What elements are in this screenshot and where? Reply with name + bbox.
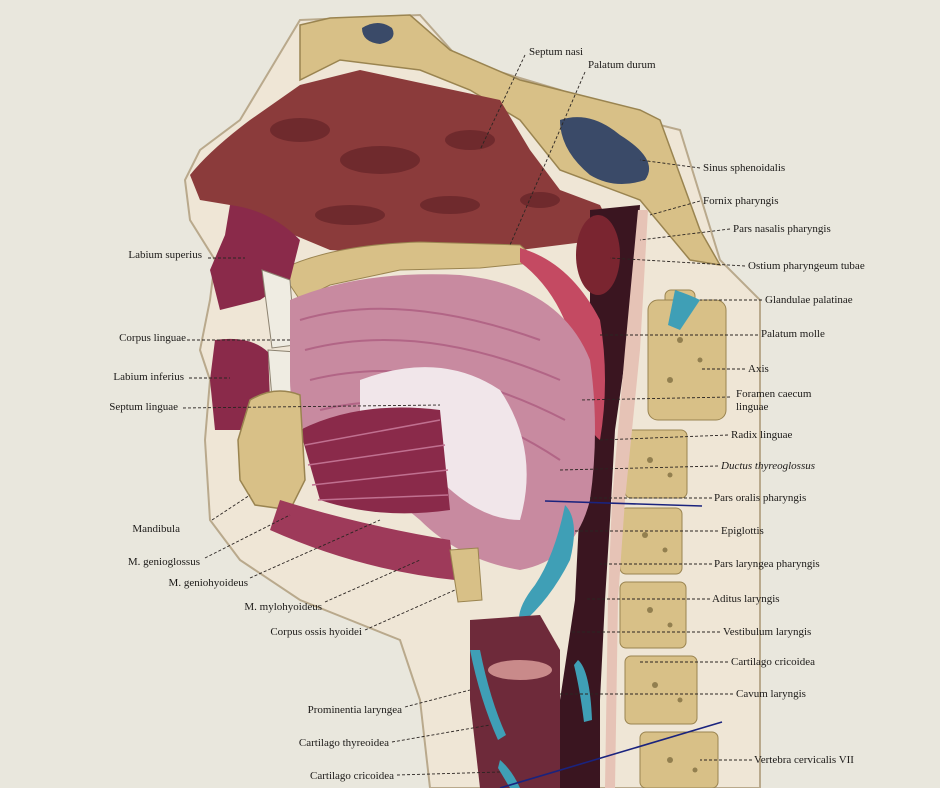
label-prominentia-laryngea: Prominentia laryngea — [307, 704, 402, 716]
label-palatum-molle: Palatum molle — [761, 328, 825, 340]
label-labium-inferius: Labium inferius — [113, 371, 184, 383]
label-mandibula: Mandibula — [132, 523, 180, 535]
pharynx-division-line-lower — [499, 721, 723, 788]
atlas-anterior-arch — [668, 290, 700, 330]
genioglossus-fibers — [304, 419, 449, 501]
leader-lines — [182, 54, 762, 776]
epiglottis-cartilage — [519, 505, 574, 625]
larynx — [470, 615, 560, 788]
label-pars-oralis-pharyngis: Pars oralis pharyngis — [714, 492, 807, 504]
label-pars-laryngea-pharyngis: Pars laryngea pharyngis — [714, 558, 820, 570]
tubal-opening — [576, 215, 620, 295]
label-glandulae-palatinae: Glandulae palatinae — [765, 294, 853, 306]
sphenoid-sinus — [560, 117, 650, 184]
label-cartilago-thyreoidea: Cartilago thyreoidea — [298, 737, 389, 749]
label-pars-nasalis-pharyngis: Pars nasalis pharyngis — [733, 223, 831, 235]
prevertebral-tissue — [605, 210, 648, 788]
tongue-fibers — [299, 307, 566, 461]
thyroid-cartilage — [470, 650, 506, 740]
label-foramen-caecum-linguae: Foramen caecum linguae — [736, 388, 812, 413]
label-vestibulum-laryngis: Vestibulum laryngis — [723, 626, 812, 638]
label-ostium-pharyngeum-tubae: Ostium pharyngeum tubae — [748, 260, 865, 272]
label-m-genioglossus: M. genioglossus — [127, 556, 200, 568]
label-ductus-thyreoglossus: Ductus thyreoglossus — [721, 460, 816, 472]
cricoid-cartilage — [498, 760, 520, 788]
label-cavum-laryngis: Cavum laryngis — [736, 688, 806, 700]
label-radix-linguae: Radix linguae — [731, 429, 793, 441]
floor-of-mouth-muscles — [270, 500, 455, 580]
pharynx-division-line-upper — [544, 500, 703, 507]
label-corpus-ossis-hyoidei: Corpus ossis hyoidei — [270, 626, 362, 638]
label-fornix-pharyngis: Fornix pharyngis — [703, 195, 779, 207]
skull-bone — [299, 14, 722, 266]
arytenoid-cartilage — [574, 660, 592, 722]
label-epiglottis: Epiglottis — [721, 525, 764, 537]
label-septum-linguae: Septum linguae — [109, 401, 178, 413]
label-aditus-laryngis: Aditus laryngis — [712, 593, 780, 605]
label-m-geniohyoideus: M. geniohyoideus — [168, 577, 248, 589]
cervical-spine — [619, 289, 727, 788]
laryngeal-lumen — [488, 660, 552, 680]
label-vertebra-cervicalis-vii: Vertebra cervicalis VII — [754, 754, 854, 766]
hyoid-bone — [449, 547, 483, 603]
label-cartilago-cricoidea-right: Cartilago cricoidea — [731, 656, 815, 668]
mandible — [237, 390, 306, 511]
label-septum-nasi: Septum nasi — [529, 46, 584, 58]
hard-palate — [279, 241, 542, 301]
label-corpus-linguae: Corpus linguae — [119, 332, 186, 344]
label-labium-superius: Labium superius — [128, 249, 202, 261]
vertebral-marrow-texture — [642, 337, 703, 773]
nasal-mucosa-texture — [270, 118, 560, 225]
label-m-mylohyoideus: M. mylohyoideus — [244, 601, 322, 613]
genioglossus-muscle — [300, 407, 450, 514]
label-palatum-durum: Palatum durum — [588, 59, 656, 71]
label-axis: Axis — [748, 363, 769, 375]
frontal-sinus — [362, 23, 394, 44]
label-sinus-sphenoidalis: Sinus sphenoidalis — [703, 162, 786, 174]
label-cartilago-cricoidea-left: Cartilago cricoidea — [310, 770, 394, 782]
